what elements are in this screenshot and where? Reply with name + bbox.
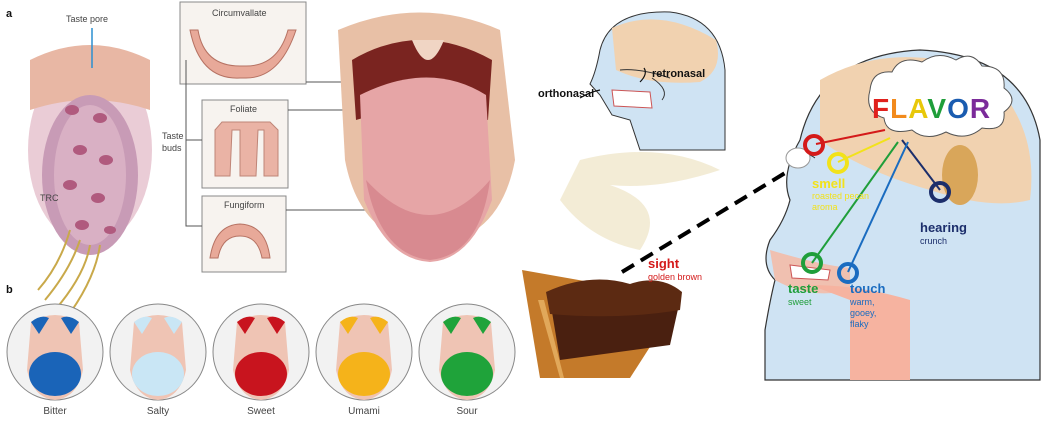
taste-map-umami: Umami [314,300,414,425]
panel-a-label: a [6,8,12,20]
steam-illustration [560,152,720,250]
hearing-sub: crunch [920,236,947,247]
taste-map-label: Bitter [10,406,100,417]
taste-anatomy-panel: a Taste pore TRC Circumvallate Foliate F… [0,0,520,428]
taste-map-label: Umami [319,406,409,417]
taste-map-label: Sour [422,406,512,417]
flavor-word: FLAVOR [872,93,991,125]
taste-map-label: Sweet [216,406,306,417]
tongue-map-graphic [108,300,208,404]
flavor-letter: A [908,93,927,124]
fungiform-label: Fungiform [224,200,265,210]
taste-map-bitter: Bitter [5,300,105,425]
taste-sub: sweet [788,297,812,308]
small-head-illustration [590,12,725,150]
taste-map-sweet: Sweet [211,300,311,425]
flavor-perception-panel: orthonasal retronasal FLAVOR sight golde… [520,0,1042,428]
flavor-letter: L [890,93,908,124]
tongue-map-graphic [417,300,517,404]
smell-title: smell [812,176,845,191]
sight-title: sight [648,256,679,271]
taste-map-sour: Sour [417,300,517,425]
tongue-map-graphic [5,300,105,404]
foliate-label: Foliate [230,104,257,114]
orthonasal-label: orthonasal [538,88,594,100]
taste-pore-label: Taste pore [66,14,108,24]
smell-sub: roasted pecan aroma [812,191,869,213]
hearing-title: hearing [920,220,967,235]
taste-title: taste [788,281,818,296]
touch-sub: warm, gooey, flaky [850,297,876,330]
retronasal-label: retronasal [652,68,705,80]
flavor-letter: R [970,93,991,124]
tongue-map-graphic [211,300,311,404]
flavor-letter: F [872,93,890,124]
taste-buds-label: Taste buds [162,130,184,154]
flavor-letter: O [947,93,970,124]
taste-bud-illustration [28,28,152,320]
tongue-illustration [338,13,515,263]
trc-label: TRC [40,193,59,203]
sight-sub: golden brown [648,272,702,283]
touch-title: touch [850,281,885,296]
flavor-letter: V [927,93,947,124]
circumvallate-label: Circumvallate [212,8,267,18]
panel-b-label: b [6,284,13,296]
taste-map-salty: Salty [108,300,208,425]
tongue-map-graphic [314,300,414,404]
taste-map-label: Salty [113,406,203,417]
flavor-illustration [520,0,1042,428]
pie-illustration [522,270,682,378]
